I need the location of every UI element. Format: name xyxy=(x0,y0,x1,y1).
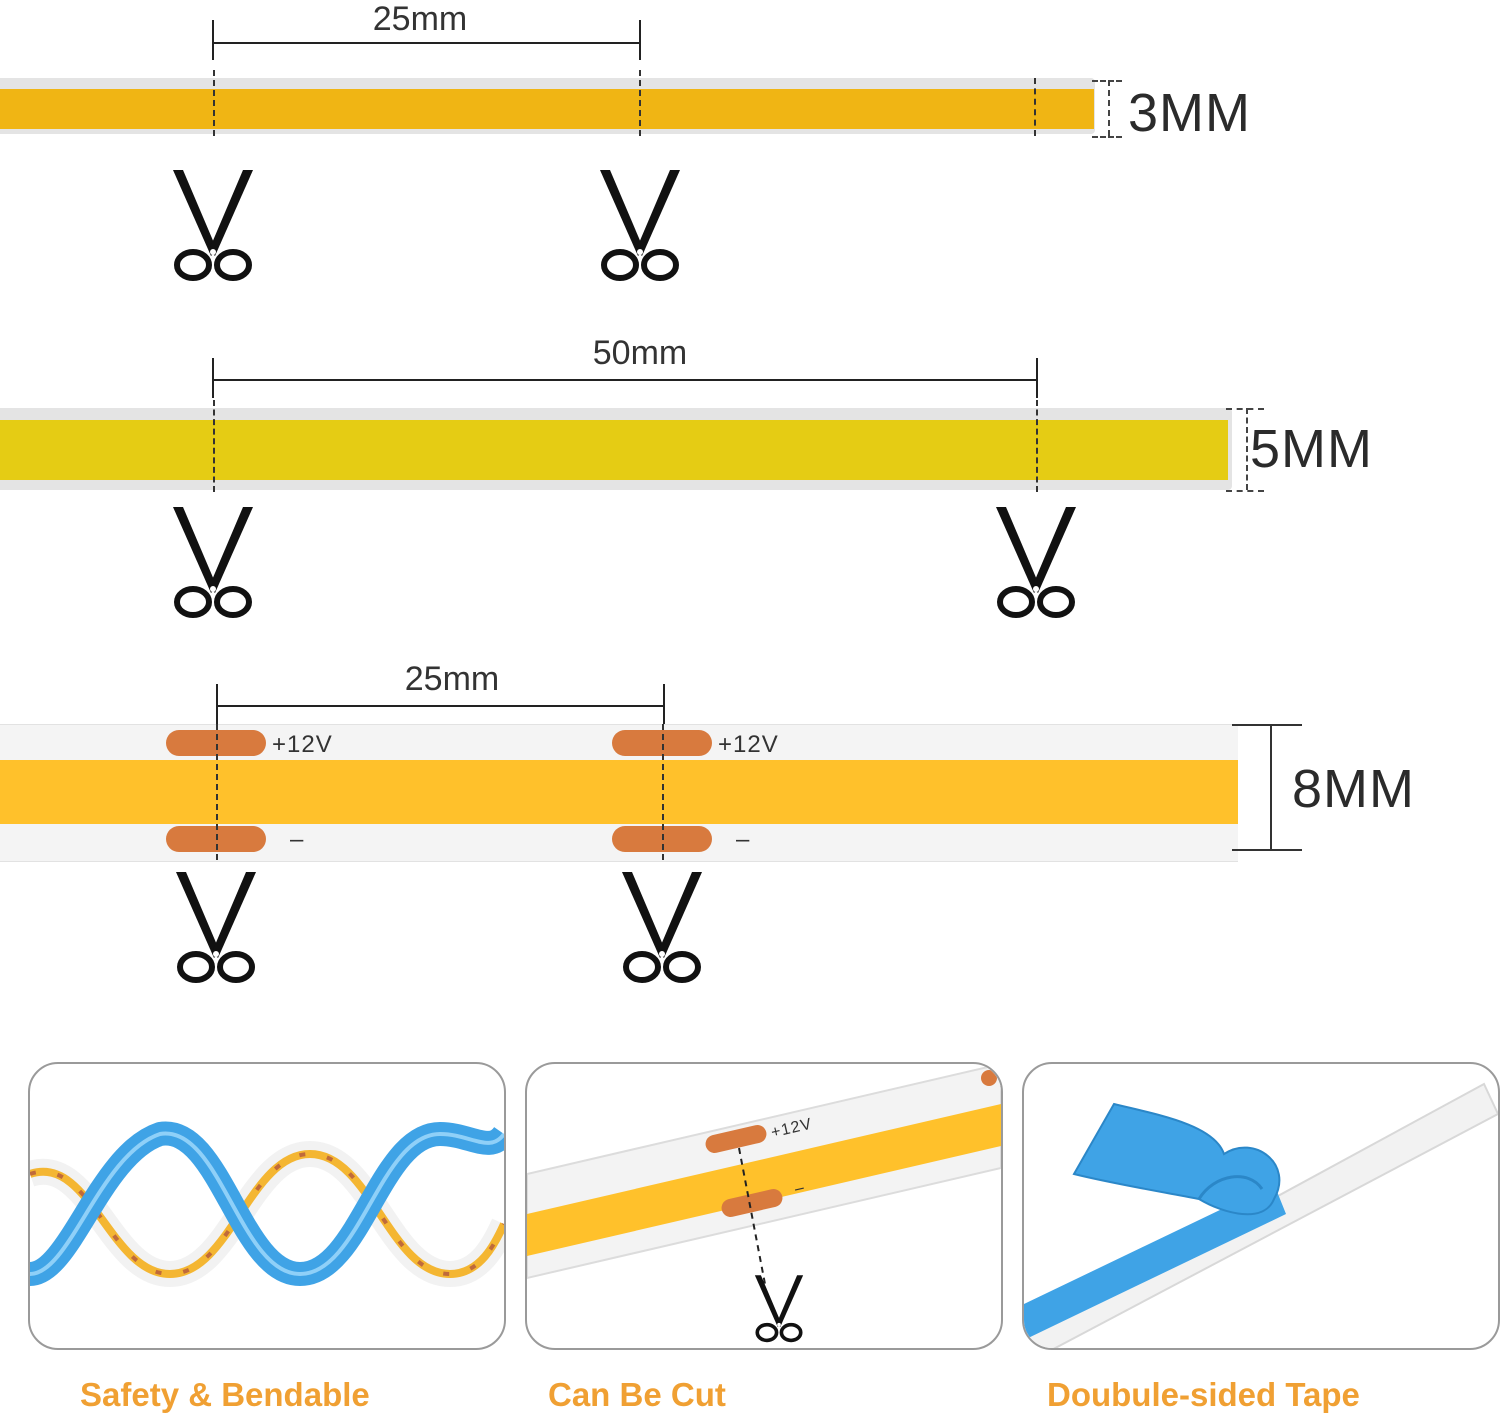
double-sided-tape-illustration xyxy=(1024,1082,1498,1348)
bendable-strip-illustration xyxy=(30,1121,504,1288)
cut-line xyxy=(213,70,215,136)
cuttable-strip-illustration xyxy=(527,1064,1001,1285)
width-label: 3MM xyxy=(1128,83,1251,143)
width-bracket xyxy=(1246,408,1248,490)
negative-label: – xyxy=(290,826,305,853)
scissors-icon xyxy=(171,168,255,284)
cut-line xyxy=(213,400,215,492)
dimension-tick xyxy=(639,20,641,60)
width-bracket xyxy=(1270,724,1272,850)
width-label: 5MM xyxy=(1250,419,1373,479)
width-label: 8MM xyxy=(1292,759,1415,819)
width-bracket-cap xyxy=(1232,849,1302,851)
led-cob-layer xyxy=(0,420,1228,480)
cut-line xyxy=(216,724,218,860)
feature-card-cuttable: +12V – xyxy=(525,1062,1003,1350)
cut-line xyxy=(662,724,664,860)
dimension-tick xyxy=(212,20,214,60)
dimension-tick xyxy=(663,684,665,724)
dimension-line xyxy=(217,705,664,707)
led-cob-layer xyxy=(0,89,1094,129)
led-cob-layer xyxy=(0,760,1238,824)
width-bracket-cap xyxy=(1092,136,1122,138)
scissors-icon xyxy=(171,505,255,621)
feature-caption: Safety & Bendable xyxy=(80,1376,370,1413)
scissors-icon xyxy=(753,1274,805,1344)
width-bracket-cap xyxy=(1232,724,1302,726)
spacing-label: 25mm xyxy=(372,0,468,38)
feature-card-tape xyxy=(1022,1062,1500,1350)
feature-caption: Can Be Cut xyxy=(548,1376,726,1413)
dimension-line xyxy=(213,379,1037,381)
dimension-line xyxy=(213,42,640,44)
cut-line xyxy=(1036,400,1038,492)
width-bracket-cap xyxy=(1226,408,1264,410)
cut-line xyxy=(1034,78,1036,136)
feature-caption: Doubule-sided Tape xyxy=(1047,1376,1360,1413)
spacing-label: 25mm xyxy=(404,660,500,698)
scissors-icon xyxy=(994,505,1078,621)
dimension-tick xyxy=(212,358,214,398)
cut-line xyxy=(639,70,641,136)
dimension-tick xyxy=(1036,358,1038,398)
feature-card-bendable xyxy=(28,1062,506,1350)
positive-label: +12V xyxy=(272,731,333,758)
negative-label: – xyxy=(736,826,751,853)
dimension-tick xyxy=(216,684,218,724)
spacing-label: 50mm xyxy=(592,334,688,372)
scissors-icon xyxy=(174,870,258,986)
width-bracket xyxy=(1108,80,1110,136)
positive-label: +12V xyxy=(718,731,779,758)
width-bracket-cap xyxy=(1092,80,1122,82)
scissors-icon xyxy=(598,168,682,284)
width-bracket-cap xyxy=(1226,490,1264,492)
scissors-icon xyxy=(620,870,704,986)
